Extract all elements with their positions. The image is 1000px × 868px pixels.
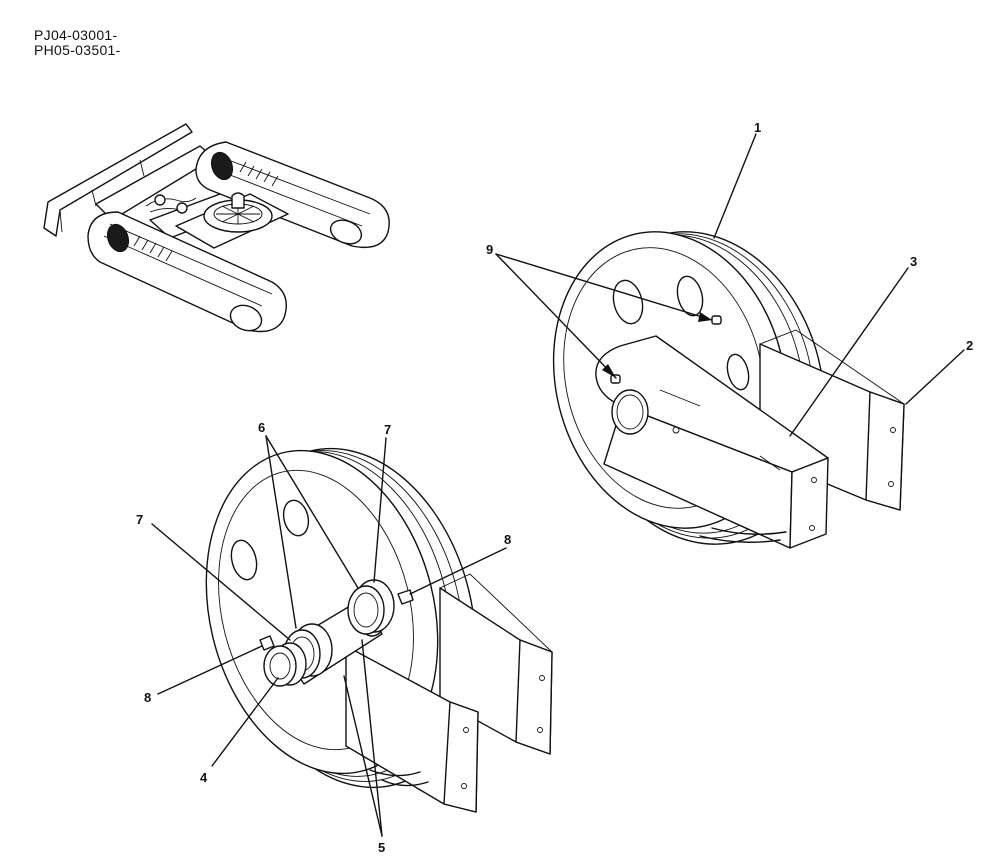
leader-1 — [713, 133, 757, 239]
callout-1: 1 — [754, 120, 761, 135]
leader-5b — [361, 639, 383, 837]
leader-7b — [373, 437, 387, 583]
arrow-9a — [698, 312, 712, 322]
leader-3 — [789, 267, 909, 437]
callout-7-left: 7 — [136, 512, 143, 527]
model-code-1: PJ04-03001- — [34, 27, 118, 43]
undercarriage-overview — [43, 123, 390, 333]
leader-8a — [157, 645, 263, 695]
callout-5: 5 — [378, 840, 385, 855]
callouts: 1 2 3 4 5 6 7 7 8 8 9 — [136, 120, 973, 855]
leader-7a — [151, 523, 291, 641]
callout-6: 6 — [258, 420, 265, 435]
leader-4 — [211, 677, 279, 767]
callout-7-right: 7 — [384, 422, 391, 437]
leader-lines — [151, 133, 965, 837]
leader-9a — [495, 253, 713, 321]
model-code-2: PH05-03501- — [34, 42, 121, 58]
callout-4: 4 — [200, 770, 208, 785]
idler-assembled — [552, 231, 905, 549]
callout-2: 2 — [966, 338, 973, 353]
leader-8b — [409, 547, 507, 595]
idler-exploded — [205, 447, 553, 813]
leader-5a — [343, 675, 383, 837]
callout-8-right: 8 — [504, 532, 511, 547]
leader-6b — [265, 435, 359, 589]
callout-3: 3 — [910, 254, 917, 269]
leader-2 — [905, 349, 965, 405]
callout-9: 9 — [486, 242, 493, 257]
leader-9b — [495, 253, 617, 379]
leader-6a — [265, 435, 297, 629]
callout-8-left: 8 — [144, 690, 151, 705]
model-codes: PJ04-03001- PH05-03501- — [34, 28, 121, 58]
arrow-9b — [602, 364, 616, 378]
